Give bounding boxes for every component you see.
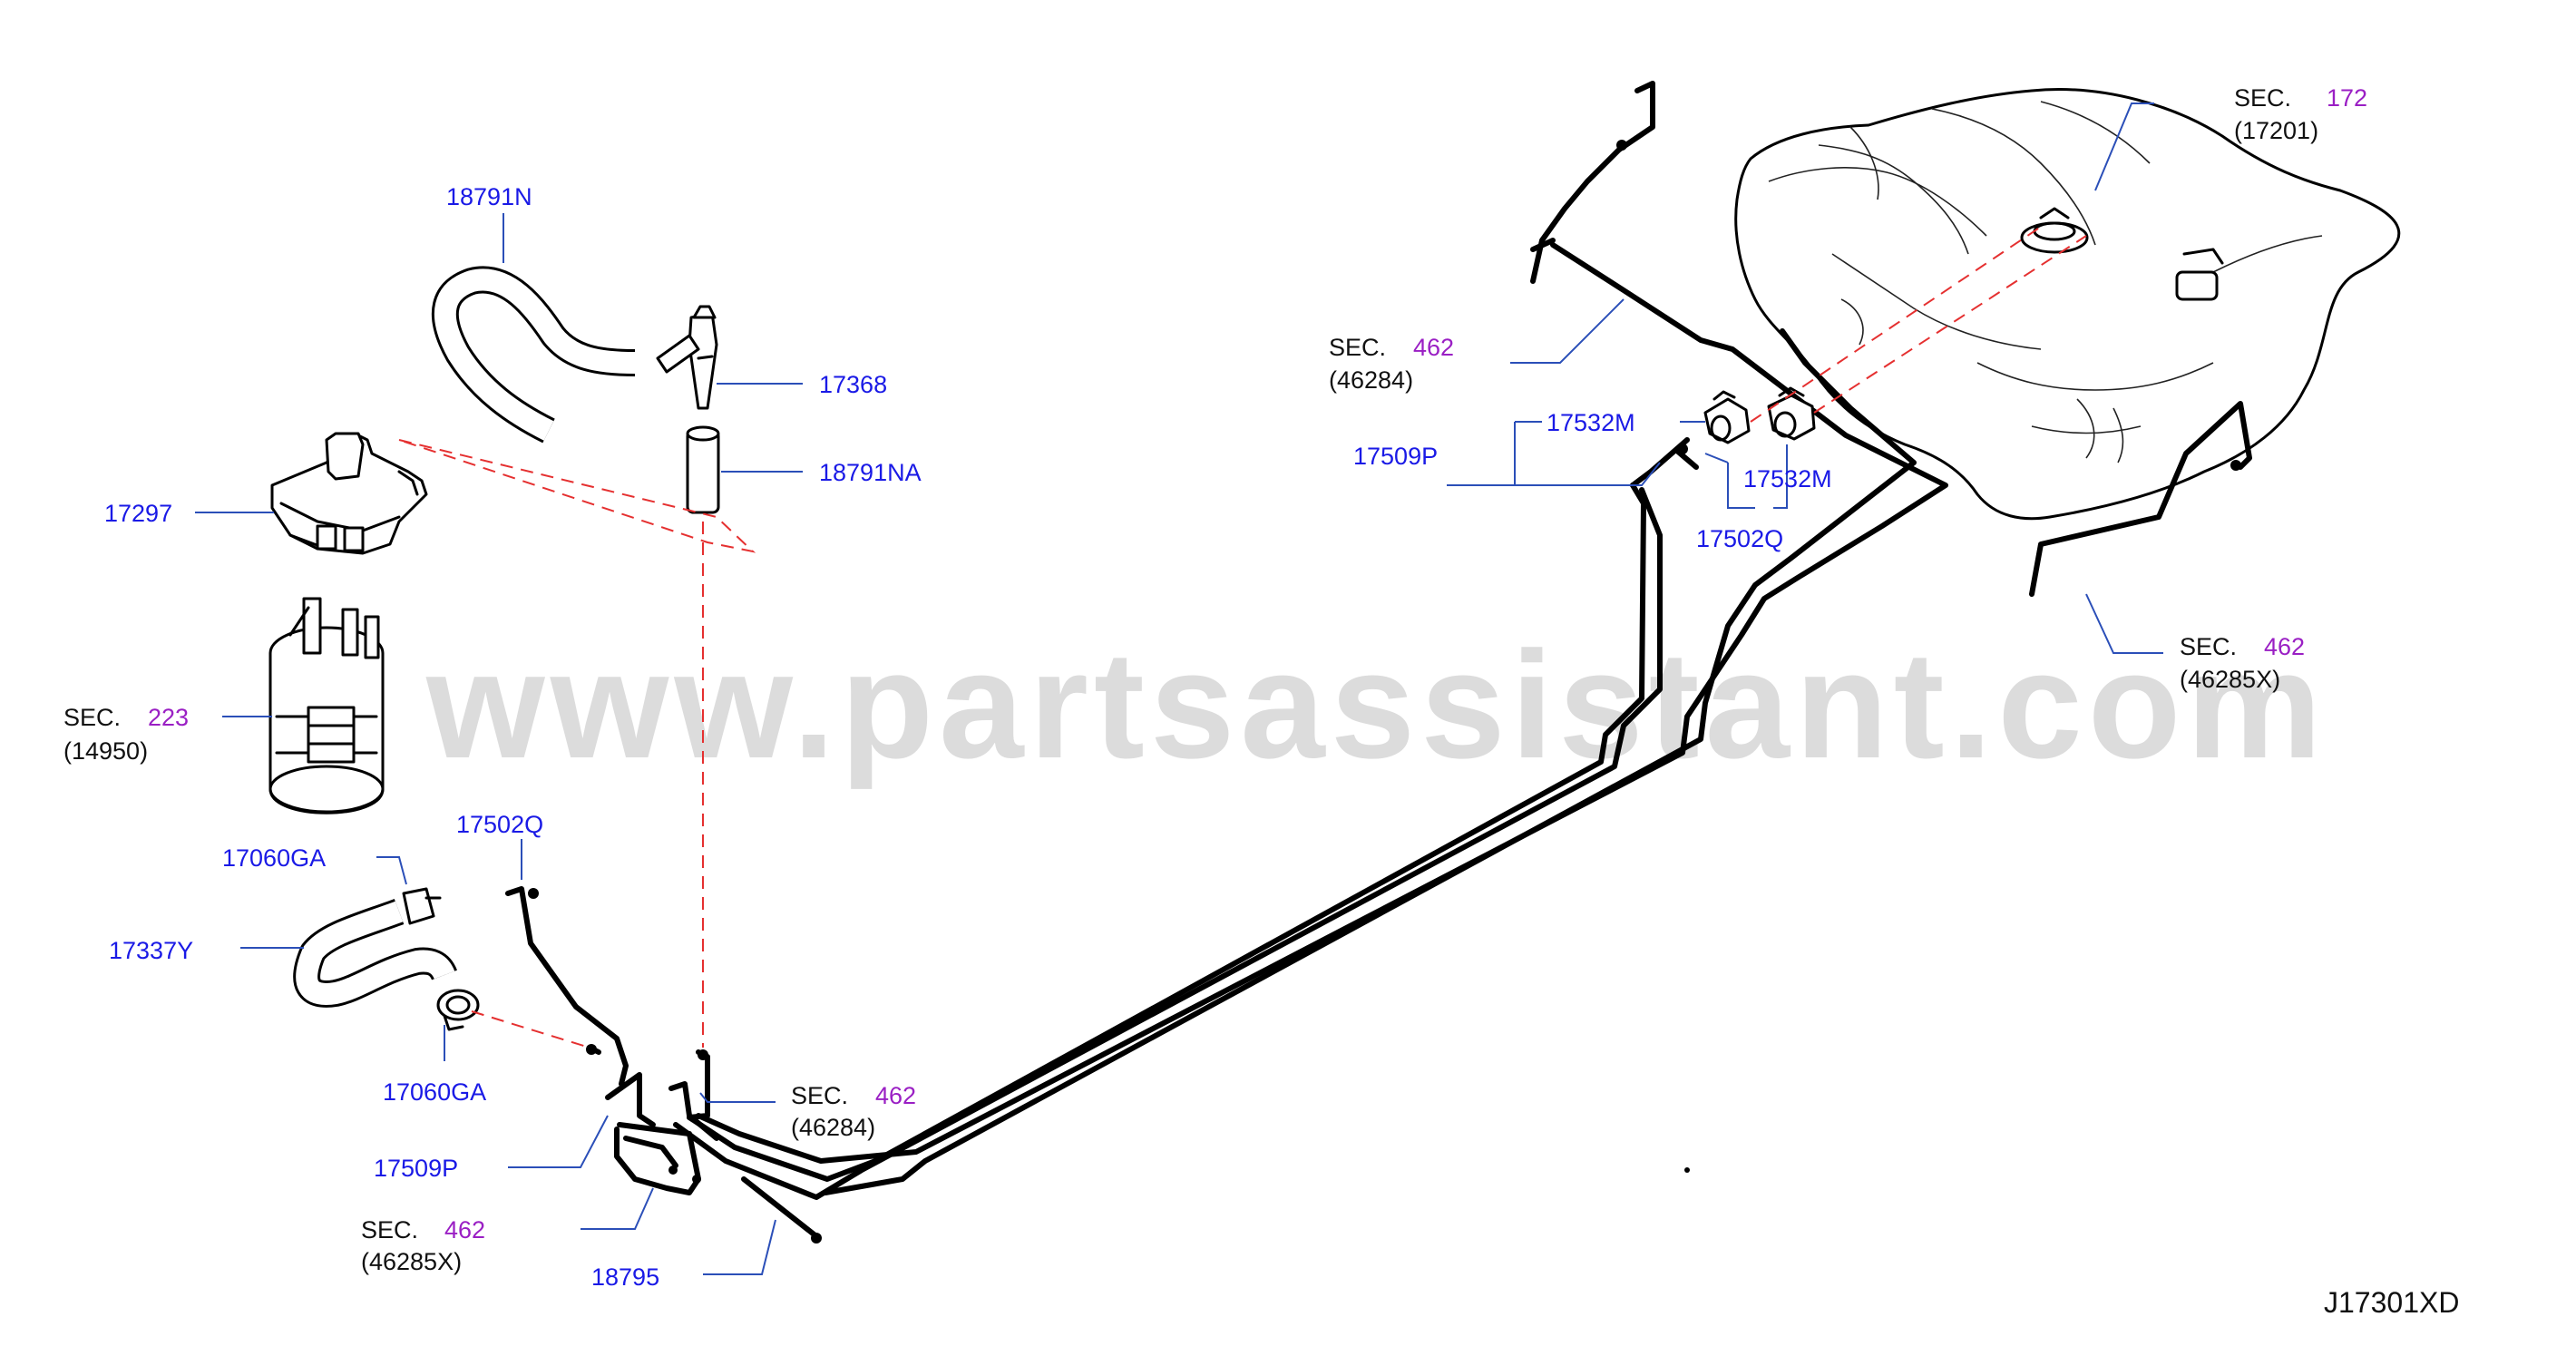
diagram-code: J17301XD bbox=[2324, 1286, 2459, 1319]
section-172-number: 172 bbox=[2327, 84, 2367, 112]
section-172: SEC. 172 (17201) bbox=[2234, 84, 2367, 144]
watermark: www.partsassistant.com bbox=[425, 619, 2327, 790]
section-462-bottom-a: SEC. 462 (46284) bbox=[791, 1082, 916, 1141]
section-462-bottom-b-ref: (46285X) bbox=[361, 1248, 462, 1275]
section-462-right-prefix: SEC. bbox=[2180, 633, 2237, 660]
section-223-prefix: SEC. bbox=[63, 704, 121, 731]
section-462-bottom-b-number: 462 bbox=[444, 1216, 485, 1244]
clamp-17060ga-top bbox=[402, 887, 442, 925]
label-17509p-left: 17509P bbox=[374, 1155, 458, 1182]
cap-17297 bbox=[270, 432, 428, 555]
section-223-ref: (14950) bbox=[63, 737, 148, 765]
section-462-right-ref: (46285X) bbox=[2180, 666, 2280, 693]
tube-bracket-right bbox=[2029, 401, 2252, 597]
label-17502q-left: 17502Q bbox=[456, 811, 543, 838]
main-fuel-tubes bbox=[673, 242, 1948, 1200]
label-18791na: 18791NA bbox=[819, 459, 922, 486]
section-462-bottom-a-number: 462 bbox=[875, 1082, 916, 1109]
leader-lines bbox=[195, 102, 2163, 1275]
label-17060ga-top: 17060GA bbox=[222, 844, 326, 872]
tube-18791na bbox=[686, 425, 720, 514]
label-17297: 17297 bbox=[104, 500, 172, 527]
section-462-right: SEC. 462 (46285X) bbox=[2180, 633, 2305, 693]
hose-17337y bbox=[293, 898, 457, 1008]
section-462-bottom-a-ref: (46284) bbox=[791, 1114, 875, 1141]
section-462-top: SEC. 462 (46284) bbox=[1329, 334, 1454, 394]
section-223: SEC. 223 (14950) bbox=[63, 704, 189, 765]
connector-17368 bbox=[656, 305, 718, 410]
label-17337y: 17337Y bbox=[109, 937, 193, 964]
section-462-top-number: 462 bbox=[1413, 334, 1454, 361]
section-462-right-number: 462 bbox=[2264, 633, 2305, 660]
tube-17502q-left bbox=[505, 886, 629, 1087]
label-17368: 17368 bbox=[819, 371, 887, 398]
bracket-18795 bbox=[605, 1049, 822, 1244]
clamp-17060ga-bottom bbox=[436, 989, 480, 1031]
clip-17532m-b bbox=[1767, 386, 1816, 441]
section-462-bottom-b-prefix: SEC. bbox=[361, 1216, 418, 1244]
section-462-top-ref: (46284) bbox=[1329, 366, 1413, 394]
label-17532m-right: 17532M bbox=[1743, 465, 1832, 493]
label-17502q-right: 17502Q bbox=[1696, 525, 1783, 552]
label-17060ga-bottom: 17060GA bbox=[383, 1078, 486, 1106]
tube-bracket-top bbox=[1530, 81, 1655, 284]
hose-18791n bbox=[431, 266, 636, 444]
fuel-tank bbox=[1734, 88, 2401, 521]
label-17532m-top: 17532M bbox=[1547, 409, 1635, 436]
label-17509p-right: 17509P bbox=[1353, 443, 1438, 470]
section-462-top-prefix: SEC. bbox=[1329, 334, 1386, 361]
label-18795: 18795 bbox=[591, 1263, 659, 1291]
label-18791n: 18791N bbox=[446, 183, 532, 210]
section-172-prefix: SEC. bbox=[2234, 84, 2291, 112]
section-462-bottom-b: SEC. 462 (46285X) bbox=[361, 1216, 485, 1275]
clip-17532m-a bbox=[1703, 390, 1751, 444]
dashed-guides bbox=[398, 226, 2087, 1049]
section-172-ref: (17201) bbox=[2234, 117, 2318, 144]
canister-14950 bbox=[268, 597, 385, 814]
section-223-number: 223 bbox=[148, 704, 189, 731]
section-462-bottom-a-prefix: SEC. bbox=[791, 1082, 848, 1109]
